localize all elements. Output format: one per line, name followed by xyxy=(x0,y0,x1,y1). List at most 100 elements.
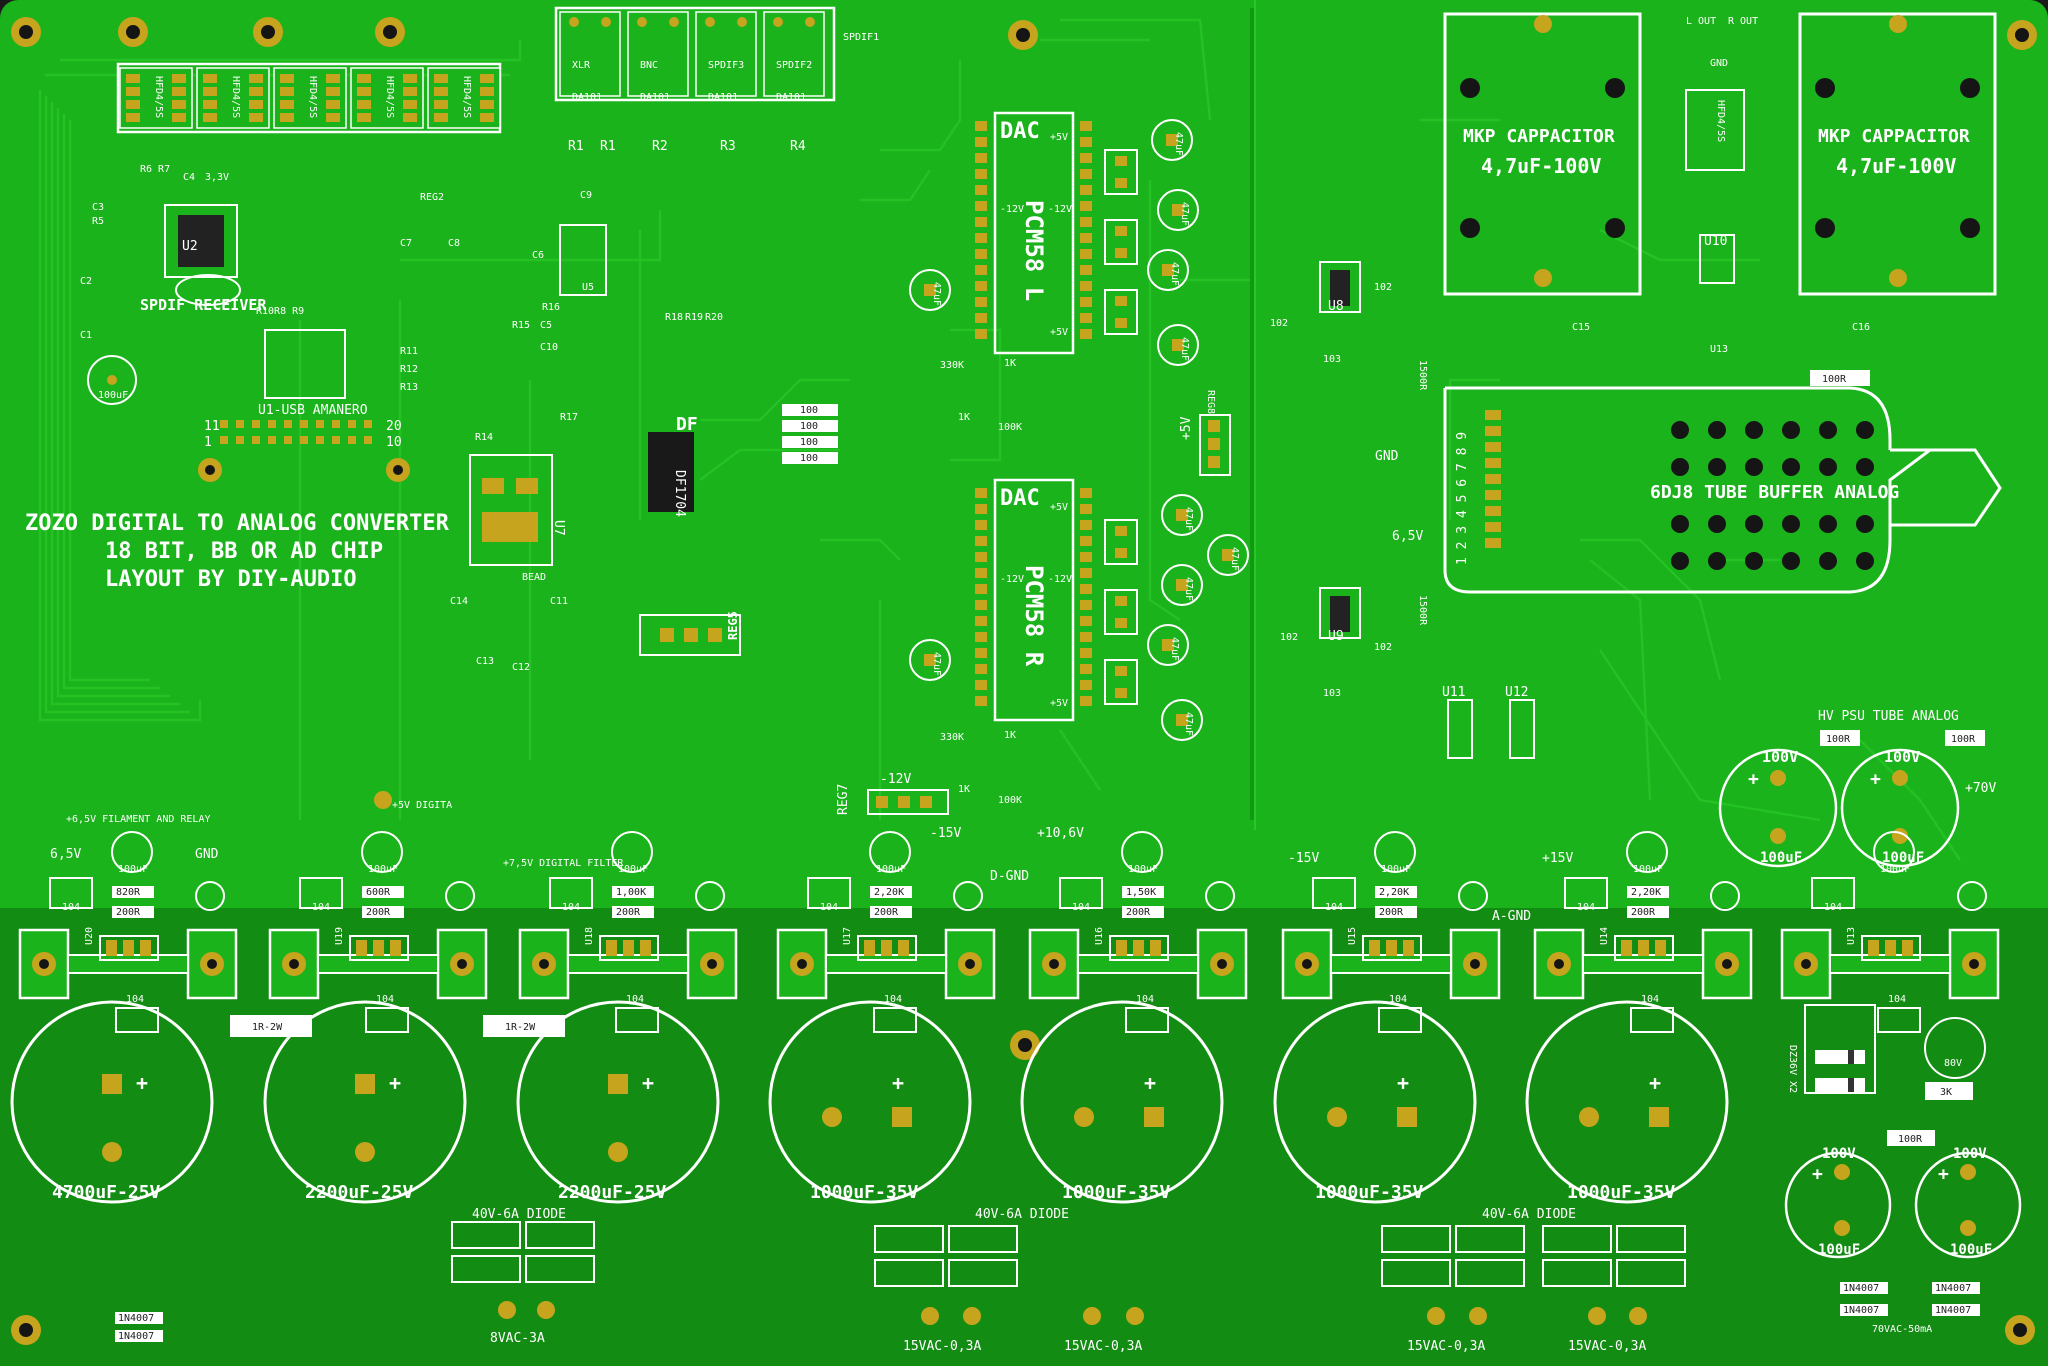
reg-res-bot: 200R xyxy=(366,907,391,918)
diode-label-3: 40V-6A DIODE xyxy=(1482,1207,1576,1222)
res-array-resistor xyxy=(782,420,838,432)
ceramic-cap xyxy=(1104,659,1138,705)
rail-dgnd: D-GND xyxy=(990,869,1029,884)
bridge-diode xyxy=(1455,1259,1525,1287)
hv-diode-label: 1N4007 xyxy=(1935,1305,1971,1316)
dac-r-m12a: -12V xyxy=(1000,574,1024,585)
ac-15c: 15VAC-0,3A xyxy=(1407,1339,1485,1354)
r1k-r2: 1K xyxy=(958,784,970,795)
cap-104-label: 104 xyxy=(884,994,902,1005)
electrolytic-capacitor xyxy=(1626,831,1668,873)
electrolytic-capacitor xyxy=(361,831,403,873)
electrolytic-capacitor xyxy=(1151,119,1193,161)
df-part-label: R20 xyxy=(705,312,723,323)
input-connectors: XLRDA101BNCDA101SPDIF3DA101SPDIF2DA101R1… xyxy=(554,6,879,154)
dac-r-m12b: -12V xyxy=(1048,574,1072,585)
bridge-diode xyxy=(1455,1225,1525,1253)
filter-capacitor xyxy=(263,1000,467,1204)
regulator-label: U16 xyxy=(1094,927,1105,945)
cap-100uf-label: 100uF xyxy=(1381,864,1411,875)
ac-input-pad xyxy=(1469,1307,1487,1325)
u9-label: U9 xyxy=(1328,629,1344,644)
bridge-diode xyxy=(874,1259,944,1287)
dac-label-l: DAC xyxy=(1000,119,1040,144)
cap-104-label: 104 xyxy=(1325,902,1343,913)
bleeder-1: 1R-2W xyxy=(252,1022,283,1033)
input-resistor-label: R1 xyxy=(568,139,584,154)
df-part-label: R19 xyxy=(685,312,703,323)
r102-c: 102 xyxy=(1280,632,1298,643)
input-connector xyxy=(695,11,757,97)
hv-r2: 100R xyxy=(1951,734,1976,745)
input-resistor-label: R3 xyxy=(720,139,736,154)
output-stage: U8 U9 GND 6,5V 103 103 102 102 102 102 1… xyxy=(1270,16,1870,759)
mkp-2-line1: MKP CAPPACITOR xyxy=(1818,126,1970,147)
electrolytic-capacitor xyxy=(1161,564,1203,606)
cap-104-label: 104 xyxy=(1136,994,1154,1005)
rail-labels: +6,5V FILAMENT AND RELAY 6,5V GND +5V DI… xyxy=(50,791,1573,924)
hv-diode xyxy=(1932,1304,1980,1316)
ceramic-cap xyxy=(1877,1007,1921,1033)
df-label: DF xyxy=(676,414,698,435)
svg-text:+: + xyxy=(1870,769,1881,790)
rail-p15: +15V xyxy=(1542,851,1573,866)
cap-104-label: 104 xyxy=(626,994,644,1005)
res-array-value: 100 xyxy=(800,421,818,432)
usb-label: U1-USB AMANERO xyxy=(258,403,368,418)
dac-chip-r: PCM58 R xyxy=(1020,565,1048,667)
misc-diode-2: 1N4007 xyxy=(118,1331,154,1342)
zener-label: DZ36V X2 xyxy=(1787,1045,1798,1093)
c3-label: C3 xyxy=(92,202,104,213)
v65-out: 6,5V xyxy=(1392,529,1423,544)
diode-label-1: 40V-6A DIODE xyxy=(472,1207,566,1222)
ceramic-cap xyxy=(365,1007,409,1033)
ceramic-cap xyxy=(873,1007,917,1033)
u10-label: U10 xyxy=(1704,234,1727,249)
u7-label: U7 xyxy=(551,520,566,536)
filter-capacitor xyxy=(768,1000,972,1204)
reg-res-top: 600R xyxy=(366,887,391,898)
r1500-b: 1500R xyxy=(1417,595,1428,626)
ac-8v: 8VAC-3A xyxy=(490,1331,545,1346)
r102-a: 102 xyxy=(1270,318,1288,329)
reg-res-top: 1,00K xyxy=(616,887,646,898)
reg-res-top: 1,50K xyxy=(1126,887,1156,898)
ac-input-pad xyxy=(1083,1307,1101,1325)
u8-label: U8 xyxy=(1328,299,1344,314)
trace-bundle xyxy=(38,18,1961,861)
hv-80v: 80V xyxy=(1944,1058,1962,1069)
df-part-label: C10 xyxy=(540,342,558,353)
input-connector-label: BNC xyxy=(640,60,658,71)
reg8-plus5: +5V xyxy=(1179,416,1194,440)
u11-label: U11 xyxy=(1442,685,1465,700)
hv-diode-label: 1N4007 xyxy=(1843,1305,1879,1316)
ceramic-cap xyxy=(115,1007,159,1033)
svg-text:+: + xyxy=(1144,1071,1156,1095)
cap-104-label: 104 xyxy=(1389,994,1407,1005)
mkp-1-line2: 4,7uF-100V xyxy=(1481,154,1601,178)
cap-104-label: 104 xyxy=(1577,902,1595,913)
r100k-l: 100K xyxy=(998,422,1022,433)
electrolytic-capacitor xyxy=(1147,249,1189,291)
svg-text:+: + xyxy=(1812,1164,1823,1185)
input-resistor-label: R1 xyxy=(600,139,616,154)
r10r8r9-label: R10R8 R9 xyxy=(256,306,304,317)
ac-70v: 70VAC-50mA xyxy=(1872,1324,1932,1335)
reg7-m12: -12V xyxy=(880,772,911,787)
usb-pin-20: 20 xyxy=(386,419,402,434)
svg-text:+: + xyxy=(136,1071,148,1095)
regulator-label: U19 xyxy=(334,927,345,945)
df-part-label: C13 xyxy=(476,656,494,667)
usb-pin-11: 11 xyxy=(204,419,220,434)
cap-104-label: 104 xyxy=(1824,902,1842,913)
df-part-label: R15 xyxy=(512,320,530,331)
df-part-label: C8 xyxy=(448,238,460,249)
electrolytic-capacitor xyxy=(111,831,153,873)
c16-label: C16 xyxy=(1852,322,1870,333)
bead-label: BEAD xyxy=(522,572,546,583)
transformer-label: DA101 xyxy=(572,92,602,103)
svg-text:+: + xyxy=(1397,1071,1409,1095)
relay-label: HFD4/5S xyxy=(307,76,318,118)
